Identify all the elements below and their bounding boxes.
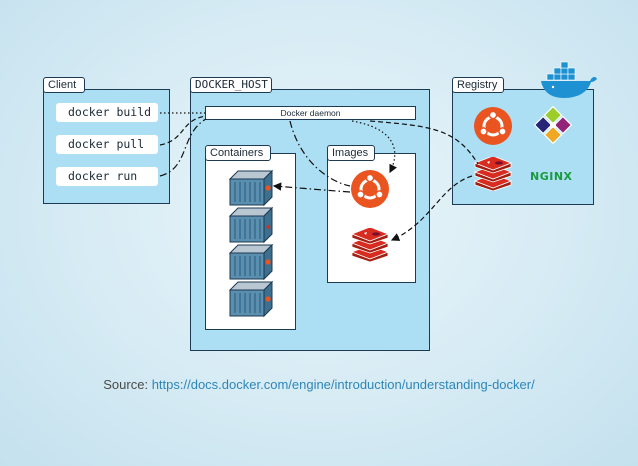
container-icon-2: [228, 206, 274, 244]
docker-run-command[interactable]: docker run: [56, 167, 158, 186]
pull-flow-line: [159, 115, 207, 146]
docker-whale-icon: [541, 61, 597, 98]
docker-host-title: DOCKER_HOST: [190, 77, 272, 93]
source-caption: Source: https://docs.docker.com/engine/i…: [0, 377, 638, 392]
docker-daemon-bar: Docker daemon: [205, 106, 416, 120]
container-icon-4: [228, 280, 274, 318]
host-ubuntu-icon: [351, 170, 389, 208]
registry-ubuntu-icon: [474, 107, 512, 145]
host-redis-icon: [350, 228, 390, 262]
source-label: Source:: [103, 377, 149, 392]
nginx-logo-text: NGINX: [530, 170, 573, 183]
images-title: Images: [327, 145, 375, 161]
centos-icon: [533, 105, 573, 145]
build-to-image-line: [351, 120, 397, 174]
image-to-container-line: [272, 182, 351, 193]
container-icon-1: [228, 169, 274, 207]
nginx-icon: NGINX: [530, 167, 574, 183]
source-link[interactable]: https://docs.docker.com/engine/introduct…: [151, 377, 535, 392]
registry-to-image-line: [390, 175, 473, 241]
containers-title: Containers: [205, 145, 271, 161]
client-title: Client: [43, 77, 85, 93]
registry-redis-icon: [473, 157, 513, 191]
run-flow-line: [159, 118, 207, 177]
container-icon-3: [228, 243, 274, 281]
registry-panel: [452, 89, 594, 205]
daemon-to-image-line: [289, 120, 351, 187]
daemon-to-registry-line: [369, 120, 479, 165]
docker-build-command[interactable]: docker build: [56, 103, 158, 122]
docker-pull-command[interactable]: docker pull: [56, 135, 158, 154]
registry-title: Registry: [452, 77, 504, 93]
